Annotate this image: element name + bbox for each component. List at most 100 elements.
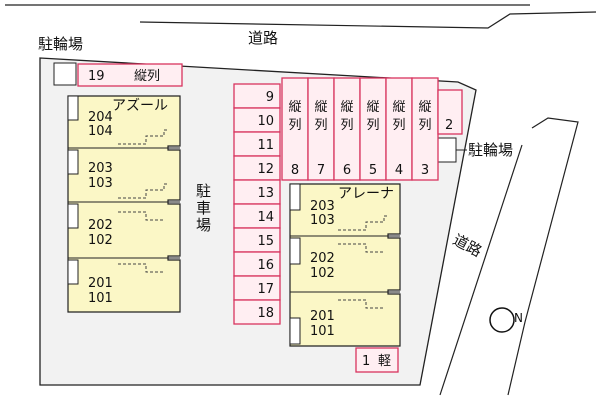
building-azure-stair-1 bbox=[118, 129, 168, 145]
unit-arena-102: 102 bbox=[310, 266, 335, 281]
parking-space-6-box bbox=[333, 77, 361, 181]
parking-space-6-number: 6 bbox=[343, 163, 351, 178]
building-arena-name: アレーナ bbox=[338, 186, 394, 202]
building-arena-stair-1 bbox=[338, 215, 388, 231]
unit-arena-101: 101 bbox=[310, 324, 335, 339]
parking-space-18: 18 bbox=[233, 299, 281, 325]
parking-space-3-tag-1: 縦 bbox=[418, 100, 431, 115]
building-azure-outline bbox=[67, 95, 181, 313]
bike-parking-label-east: 駐輪場 bbox=[468, 141, 513, 159]
parking-lot-label-3: 場 bbox=[196, 216, 211, 234]
parking-space-5-tag-1: 縦 bbox=[366, 100, 379, 115]
building-azure-stair-2 bbox=[118, 183, 168, 199]
parking-space-17: 17 bbox=[233, 275, 281, 301]
parking-space-19-box bbox=[77, 63, 183, 87]
parking-space-11-box bbox=[233, 131, 281, 157]
bike-parking-west bbox=[53, 62, 77, 86]
unit-azure-101: 101 bbox=[88, 291, 113, 306]
parking-space-8: 縦列8 bbox=[281, 77, 309, 181]
parking-space-3: 縦列 3 bbox=[411, 77, 439, 181]
parking-space-9-number: 9 bbox=[266, 90, 274, 105]
parking-space-12-number: 12 bbox=[257, 162, 274, 177]
parking-space-3-tag-2: 列 bbox=[418, 118, 431, 133]
building-azure-door-2 bbox=[67, 149, 79, 175]
road-lines bbox=[5, 4, 597, 396]
parking-space-3-number: 3 bbox=[421, 163, 429, 178]
building-azure-stair-4 bbox=[118, 263, 164, 273]
parking-space-8-tag-2: 列 bbox=[288, 118, 301, 133]
parking-space-6: 縦列 6 bbox=[333, 77, 361, 181]
parking-space-7: 縦列7 bbox=[307, 77, 335, 181]
parking-space-9-box bbox=[233, 83, 281, 109]
parking-space-4-tag-2: 列 bbox=[392, 118, 405, 133]
parking-space-1-box bbox=[355, 347, 399, 373]
bike-parking-east bbox=[437, 137, 457, 163]
parking-space-2-box bbox=[437, 89, 463, 135]
building-arena: アレーナ 203 103 202 102 201 101 bbox=[289, 183, 401, 347]
unit-azure-201: 201 bbox=[88, 276, 113, 291]
unit-azure-104: 104 bbox=[88, 124, 113, 139]
building-arena-stair-3 bbox=[338, 299, 384, 309]
parking-space-17-number: 17 bbox=[257, 282, 274, 297]
parking-space-1: 1 軽 bbox=[355, 347, 399, 373]
parking-space-13-number: 13 bbox=[257, 186, 274, 201]
parking-space-15-number: 15 bbox=[257, 234, 274, 249]
building-azure-stair-3 bbox=[118, 211, 164, 221]
parking-space-14: 14 bbox=[233, 203, 281, 229]
east-road-edge-left bbox=[439, 144, 523, 396]
parking-space-2-number: 2 bbox=[445, 118, 453, 133]
parking-space-1-number: 1 bbox=[362, 354, 370, 369]
parking-lot-label-1: 駐 bbox=[196, 182, 211, 200]
parking-space-11: 11 bbox=[233, 131, 281, 157]
parking-space-14-number: 14 bbox=[257, 210, 274, 225]
parking-space-2: 2 bbox=[437, 89, 463, 135]
bike-parking-label-west: 駐輪場 bbox=[38, 35, 83, 53]
parking-space-6-tag-1: 縦 bbox=[340, 100, 353, 115]
compass-north-icon: N bbox=[489, 307, 523, 333]
parking-space-11-number: 11 bbox=[257, 138, 274, 153]
parking-space-6-tag-2: 列 bbox=[340, 118, 353, 133]
unit-azure-202: 202 bbox=[88, 218, 113, 233]
parking-space-5-box bbox=[359, 77, 387, 181]
parking-space-12-box bbox=[233, 155, 281, 181]
parking-space-7-number: 7 bbox=[317, 163, 325, 178]
parking-space-18-box bbox=[233, 299, 281, 325]
unit-arena-201: 201 bbox=[310, 309, 335, 324]
parking-space-4-number: 4 bbox=[395, 163, 403, 178]
compass-letter: N bbox=[514, 311, 523, 325]
parking-space-8-number: 8 bbox=[291, 163, 299, 178]
parking-space-19-number: 19 bbox=[88, 69, 105, 84]
parking-space-7-box bbox=[307, 77, 335, 181]
building-arena-door-3 bbox=[289, 317, 301, 345]
unit-azure-204: 204 bbox=[88, 110, 113, 125]
parking-space-19-tag: 縦列 bbox=[134, 69, 160, 84]
building-azure: アズール 204 104 203 103 202 102 201 101 bbox=[67, 95, 181, 313]
north-road-edge-bottom bbox=[139, 11, 597, 29]
building-arena-stair-2 bbox=[338, 243, 384, 253]
parking-lot-label-2: 車 bbox=[196, 199, 211, 217]
parking-space-5-tag-2: 列 bbox=[366, 118, 379, 133]
parking-space-10: 10 bbox=[233, 107, 281, 133]
unit-arena-202: 202 bbox=[310, 251, 335, 266]
building-azure-door-3 bbox=[67, 203, 79, 229]
parking-space-16-number: 16 bbox=[257, 258, 274, 273]
parking-space-9: 9 bbox=[233, 83, 281, 109]
parking-space-4-box bbox=[385, 77, 413, 181]
unit-azure-103: 103 bbox=[88, 176, 113, 191]
building-arena-door-1 bbox=[289, 183, 301, 211]
compass-ring bbox=[489, 307, 515, 333]
unit-arena-203: 203 bbox=[310, 199, 335, 214]
building-azure-name: アズール bbox=[112, 98, 168, 114]
parking-space-5-number: 5 bbox=[369, 163, 377, 178]
unit-azure-203: 203 bbox=[88, 161, 113, 176]
parking-space-5: 縦列 5 bbox=[359, 77, 387, 181]
parking-space-18-number: 18 bbox=[257, 306, 274, 321]
road-label-north: 道路 bbox=[248, 29, 278, 47]
building-azure-door-1 bbox=[67, 95, 79, 121]
parking-space-12: 12 bbox=[233, 155, 281, 181]
parking-space-19: 19 縦列 bbox=[77, 63, 183, 87]
parking-space-7-tag-1: 縦 bbox=[314, 100, 327, 115]
